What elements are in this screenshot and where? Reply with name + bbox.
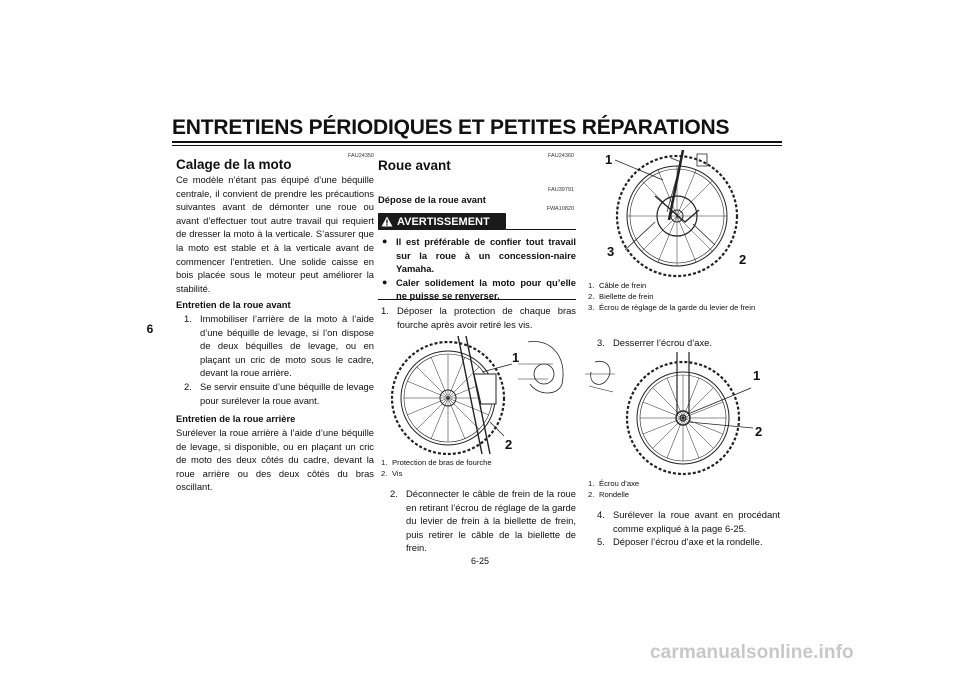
watermark-text: carmanualsonline.info (650, 642, 854, 663)
bullet-icon: ● (382, 236, 388, 246)
list-item: 2. Se servir ensuite d’une béquille de l… (184, 380, 374, 406)
caption-item: 2.Vis (381, 469, 403, 478)
figure-label: 2 (755, 424, 762, 439)
figure-label: 1 (605, 152, 612, 167)
figure-label: 1 (753, 368, 760, 383)
warning-list: ● Il est préférable de confier tout trav… (382, 235, 576, 303)
rear-wheel-heading: Entretien de la roue arrière (176, 413, 296, 424)
page-header-title: ENTRETIENS PÉRIODIQUES ET PETITES RÉPARA… (172, 116, 730, 139)
brake-cable-illustration: 1 3 2 (605, 150, 746, 278)
list-item: 5. Déposer l’écrou d’axe et la rondelle. (597, 536, 763, 548)
brake-cable-captions: 1.Câble de frein 2.Biellette de frein 3.… (588, 280, 780, 313)
list-item: 1. Immobiliser l’arrière de la moto à l’… (184, 313, 374, 379)
header-rule-thin (172, 145, 782, 146)
warning-code: FWA10820 (546, 206, 574, 212)
caption-item: 1.Protection de bras de fourche (381, 458, 492, 467)
fork-guard-illustration: 1 2 (390, 335, 564, 456)
step-2: 2. Déconnecter le câble de frein de la r… (390, 488, 576, 554)
caption-item: 1.Écrou d’axe (588, 479, 640, 488)
caption-item: 2.Rondelle (588, 490, 629, 499)
section-code: FAU24360 (548, 153, 574, 159)
warning-triangle-icon (381, 216, 393, 227)
front-wheel-heading: Entretien de la roue avant (176, 299, 291, 310)
figure-label: 1 (512, 350, 519, 365)
step-1: 1. Déposer la protection de chaque bras … (381, 305, 576, 330)
page-number: 6-25 (470, 556, 489, 566)
warning-rule-bottom (378, 299, 576, 300)
rear-wheel-paragraph: Surélever la roue arrière à l’aide d’une… (176, 427, 374, 493)
removal-heading: Dépose de la roue avant (378, 194, 486, 205)
bullet-icon: ● (382, 276, 388, 287)
fork-guard-captions: 1.Protection de bras de fourche 2.Vis (381, 457, 576, 479)
intro-paragraph: Ce modèle n’étant pas équipé d’une béqui… (176, 174, 374, 294)
section-title-calage: Calage de la moto (176, 157, 292, 172)
list-item: 4. Surélever la roue avant en procédant … (597, 509, 780, 534)
list-item: ● Il est préférable de confier tout trav… (382, 236, 576, 275)
axle-nut-illustration: 1 2 (585, 352, 762, 476)
axle-nut-captions: 1.Écrou d’axe 2.Rondelle (588, 478, 780, 500)
front-steps-list: 1. Immobiliser l’arrière de la moto à l’… (184, 312, 374, 407)
subsection-code: FAU39791 (548, 187, 574, 193)
warning-rule-top (506, 229, 576, 230)
step-4-5: 4. Surélever la roue avant en procédant … (597, 508, 780, 549)
caption-item: 2.Biellette de frein (588, 292, 654, 301)
section-title-roue-avant: Roue avant (378, 158, 451, 173)
caption-item: 3.Écrou de réglage de la garde du levier… (588, 303, 756, 312)
figure-label: 3 (607, 244, 614, 259)
caption-item: 1.Câble de frein (588, 281, 647, 290)
figure-label: 2 (739, 252, 746, 267)
warning-label: AVERTISSEMENT (397, 215, 490, 228)
header-rule-thick (172, 141, 782, 143)
step-3: 3. Desserrer l’écrou d’axe. (597, 337, 712, 348)
figure-label: 2 (505, 437, 512, 452)
section-code: FAU24350 (348, 153, 374, 159)
chapter-tab: 6 (146, 322, 154, 336)
list-item: ● Caler solidement la moto pour qu’elle … (382, 276, 576, 302)
warning-badge: AVERTISSEMENT (378, 213, 506, 230)
